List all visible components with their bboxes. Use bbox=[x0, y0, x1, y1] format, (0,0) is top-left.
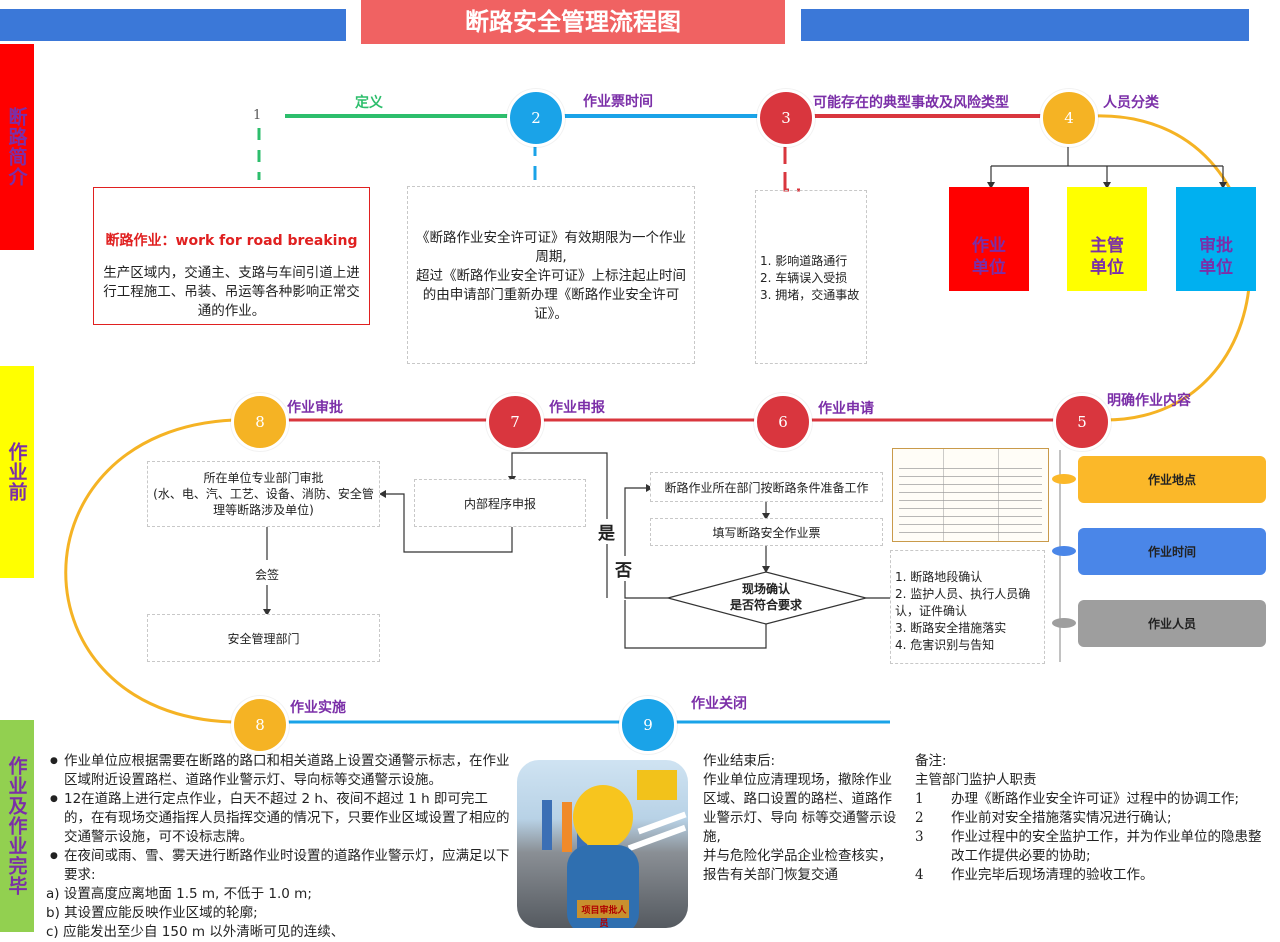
content-pill-personnel: 作业人员 bbox=[1078, 600, 1266, 647]
risk-list-box: 1. 影响道路通行 2. 车辆误入受损 3. 拥堵，交通事故 bbox=[755, 190, 867, 364]
safety-dept-box: 安全管理部门 bbox=[147, 614, 380, 662]
header-left-bar bbox=[0, 9, 346, 41]
step-8-implement-circle: 8 bbox=[231, 696, 289, 754]
implementation-bullet: 12在道路上进行定点作业，白天不超过 2 h、夜间不超过 1 h 即可完工的，在… bbox=[50, 790, 512, 847]
page-title: 断路安全管理流程图 bbox=[361, 0, 785, 44]
decision-no-label: 否 bbox=[615, 556, 632, 581]
countersign-label: 会签 bbox=[255, 566, 280, 583]
closing-head: 作业结束后: bbox=[703, 753, 776, 769]
illustration-caption: 项目审批人员 bbox=[581, 906, 627, 928]
confirm-item: 2. 监护人员、执行人员确认，证件确认 bbox=[895, 587, 1031, 618]
side-label-before: 作业前 bbox=[0, 366, 34, 578]
step-5-circle: 5 bbox=[1053, 393, 1111, 451]
risk-item: 2. 车辆误入受损 bbox=[760, 271, 848, 285]
internal-declare-box: 内部程序申报 bbox=[414, 479, 586, 527]
content-pill-time: 作业时间 bbox=[1078, 528, 1266, 575]
step-2-label: 作业票时间 bbox=[583, 94, 653, 110]
step-4-circle: 4 bbox=[1040, 89, 1098, 147]
closing-text: 作业结束后: 作业单位应清理现场，撤除作业区域、路口设置的路栏、道路作业警示灯、… bbox=[703, 752, 899, 885]
personnel-box-approver: 审批单位 bbox=[1176, 187, 1256, 291]
decision-yes-label: 是 bbox=[598, 519, 615, 544]
personnel-box-operator: 作业单位 bbox=[949, 187, 1029, 291]
closing-body-1: 作业单位应清理现场，撤除作业区域、路口设置的路栏、道路作业警示灯、导向 标等交通… bbox=[703, 772, 897, 845]
confirm-item: 4. 危害识别与告知 bbox=[895, 638, 995, 652]
risk-item: 1. 影响道路通行 bbox=[760, 254, 848, 268]
definition-box: 断路作业：work for road breaking 生产区域内，交通主、支路… bbox=[93, 187, 370, 325]
dept-review-box: 所在单位专业部门审批 (水、电、汽、工艺、设备、消防、安全管理等断路涉及单位) bbox=[147, 461, 380, 527]
fill-ticket-box: 填写断路安全作业票 bbox=[650, 518, 883, 546]
confirm-item: 1. 断路地段确认 bbox=[895, 570, 983, 584]
definition-term: 断路作业：work for road breaking bbox=[105, 233, 358, 249]
step-6-label: 作业申请 bbox=[818, 401, 874, 417]
implementation-bullet: 作业单位应根据需要在断路的路口和相关道路上设置交通警示标志，在作业区域附近设置路… bbox=[50, 752, 512, 790]
step-1-marker: 1 bbox=[253, 108, 262, 123]
worker-illustration: 项目审批人员 bbox=[517, 760, 688, 928]
step-6-circle: 6 bbox=[754, 393, 812, 451]
step-3-label: 可能存在的典型事故及风险类型 bbox=[813, 95, 1009, 111]
confirm-item: 3. 断路安全措施落实 bbox=[895, 621, 1007, 635]
permit-form-thumbnail bbox=[892, 448, 1049, 542]
personnel-box-supervisor: 主管单位 bbox=[1067, 187, 1147, 291]
header-right-bar bbox=[801, 9, 1249, 41]
permit-time-line1: 《断路作业安全许可证》有效期限为一个作业周期, bbox=[416, 230, 686, 265]
step-3-circle: 3 bbox=[757, 89, 815, 147]
step-8-approve-label: 作业审批 bbox=[287, 400, 343, 416]
step-8-implement-label: 作业实施 bbox=[290, 700, 346, 716]
onsite-confirm-decision: 现场确认 是否符合要求 bbox=[729, 582, 802, 612]
step-1-label: 定义 bbox=[355, 95, 383, 111]
side-label-during: 作业及作业完毕 bbox=[0, 720, 34, 932]
prepare-work-box: 断路作业所在部门按断路条件准备工作 bbox=[650, 472, 883, 502]
implementation-req: c) 应能发出至少自 150 m 以外清晰可见的连续、 bbox=[46, 924, 345, 940]
step-7-circle: 7 bbox=[486, 393, 544, 451]
permit-time-box: 《断路作业安全许可证》有效期限为一个作业周期, 超过《断路作业安全许可证》上标注… bbox=[407, 186, 695, 364]
closing-body-2: 并与危险化学品企业检查核实，报告有关部门恢复交通 bbox=[703, 848, 892, 883]
definition-body: 生产区域内，交通主、支路与车间引道上进行工程施工、吊装、吊运等各种影响正常交通的… bbox=[103, 265, 360, 319]
implementation-bullet: 在夜间或雨、雪、雾天进行断路作业时设置的道路作业警示灯，应满足以下要求: bbox=[50, 847, 512, 885]
notes-head: 备注: bbox=[915, 753, 947, 769]
risk-item: 3. 拥堵，交通事故 bbox=[760, 288, 860, 302]
step-2-circle: 2 bbox=[507, 89, 565, 147]
permit-time-line2: 超过《断路作业安全许可证》上标注起止时间的由申请部门重新办理《断路作业安全许可证… bbox=[416, 268, 686, 322]
content-pill-location: 作业地点 bbox=[1078, 456, 1266, 503]
implementation-req: a) 设置高度应离地面 1.5 m, 不低于 1.0 m; bbox=[46, 886, 312, 902]
step-7-label: 作业申报 bbox=[549, 400, 605, 416]
implementation-text: 作业单位应根据需要在断路的路口和相关道路上设置交通警示标志，在作业区域附近设置路… bbox=[46, 752, 512, 942]
notes-sub: 主管部门监护人职责 bbox=[915, 772, 1037, 788]
step-9-label: 作业关闭 bbox=[691, 696, 747, 712]
confirm-list-box: 1. 断路地段确认 2. 监护人员、执行人员确认，证件确认 3. 断路安全措施落… bbox=[890, 550, 1045, 664]
implementation-req: b) 其设置应能反映作业区域的轮廓; bbox=[46, 905, 258, 921]
side-label-intro: 断路简介 bbox=[0, 44, 34, 250]
step-8-approve-circle: 8 bbox=[231, 393, 289, 451]
step-5-label: 明确作业内容 bbox=[1107, 393, 1191, 409]
step-4-label: 人员分类 bbox=[1103, 95, 1159, 111]
step-9-circle: 9 bbox=[619, 696, 677, 754]
